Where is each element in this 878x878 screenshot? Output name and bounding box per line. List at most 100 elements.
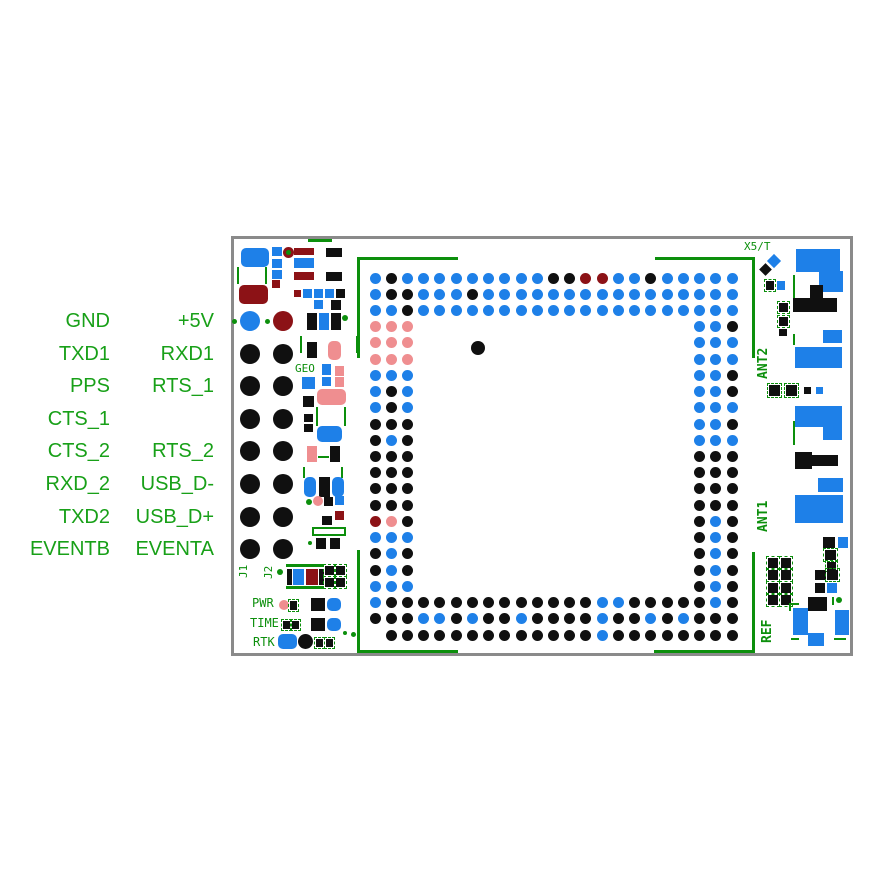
pin-label-left: CTS_2 [47,440,110,463]
bga-dot [499,304,511,316]
bga-dot [661,597,673,609]
bga-dot [418,613,430,625]
bga-dot [580,629,592,641]
smd-pad [322,364,331,375]
smd-pad [294,272,314,280]
smd-pad [323,576,336,589]
bga-dot [726,580,738,592]
bga-dot [710,597,722,609]
bga-dot [385,337,397,349]
smd-pad [319,477,330,497]
silk-mark [265,267,267,284]
bga-dot [710,499,722,511]
silk-mark [277,569,283,575]
smd-pad [330,446,340,462]
bga-dot [434,613,446,625]
pin-label-left: TXD2 [58,505,110,528]
smd-pad [335,377,344,387]
bga-dot [564,304,576,316]
bga-dot [710,629,722,641]
bga-dot [710,337,722,349]
bga-dot [710,532,722,544]
bga-dot [434,288,446,300]
smd-pad [319,313,329,330]
bga-dot [369,272,381,284]
rtk-label: RTK [253,635,275,649]
smd-pad [766,568,780,582]
bga-dot [645,272,657,284]
smd-pad [779,556,793,570]
bga-dot [548,272,560,284]
bga-dot [369,304,381,316]
bga-dot [694,467,706,479]
smd-pad [808,633,824,646]
bga-dot [596,613,608,625]
bga-dot [629,629,641,641]
smd-pad [795,495,843,523]
bga-dot [369,483,381,495]
bga-dot [612,272,624,284]
bga-dot [726,597,738,609]
bga-dot [645,597,657,609]
silk-mark [351,632,356,637]
bga-dot [369,288,381,300]
bga-dot [596,629,608,641]
bga-dot [726,499,738,511]
smd-pad [327,598,341,611]
smd-pad [324,637,335,649]
smd-pad [335,366,344,376]
bga-dot [694,499,706,511]
bga-dot [369,613,381,625]
smd-pad [823,330,842,343]
silk-mark [303,467,305,478]
bga-dot [694,402,706,414]
smd-pad [818,478,843,492]
bga-dot [369,369,381,381]
bga-dot [515,272,527,284]
bga-dot [677,597,689,609]
bga-dot [401,353,413,365]
smd-pad [294,290,301,297]
bga-dot [564,272,576,284]
bga-dot [710,613,722,625]
bga-dot [369,499,381,511]
bga-dot [499,613,511,625]
through-hole [240,408,260,429]
bga-dot [531,272,543,284]
bga-dot [499,272,511,284]
bga-dot [726,337,738,349]
smd-pad [281,619,292,631]
bga-dot [483,629,495,641]
bga-dot [726,369,738,381]
bga-dot [369,532,381,544]
bga-dot [418,597,430,609]
smd-pad [816,387,823,394]
bga-dot [466,288,478,300]
bga-dot [580,288,592,300]
smd-pad [307,342,317,358]
bga-dot [726,353,738,365]
smd-pad [293,569,304,585]
bga-dot [385,564,397,576]
bga-dot [726,418,738,430]
smd-pad [303,396,314,407]
time-label: TIME [250,616,279,630]
bga-dot [385,451,397,463]
bga-dot [369,467,381,479]
through-hole [240,506,260,527]
bga-dot [385,321,397,333]
bga-dot [580,597,592,609]
bga-dot [726,613,738,625]
smd-pad [311,598,325,611]
smd-pad [328,341,341,360]
bga-dot [661,304,673,316]
silk-mark [793,334,795,345]
through-hole [273,343,293,364]
silk-mark [308,541,312,545]
bga-dot [710,321,722,333]
silk-mark [793,421,795,445]
bga-dot [385,304,397,316]
ant2-label: ANT2 [756,347,771,379]
bga-dot [694,580,706,592]
bga-dot [401,418,413,430]
